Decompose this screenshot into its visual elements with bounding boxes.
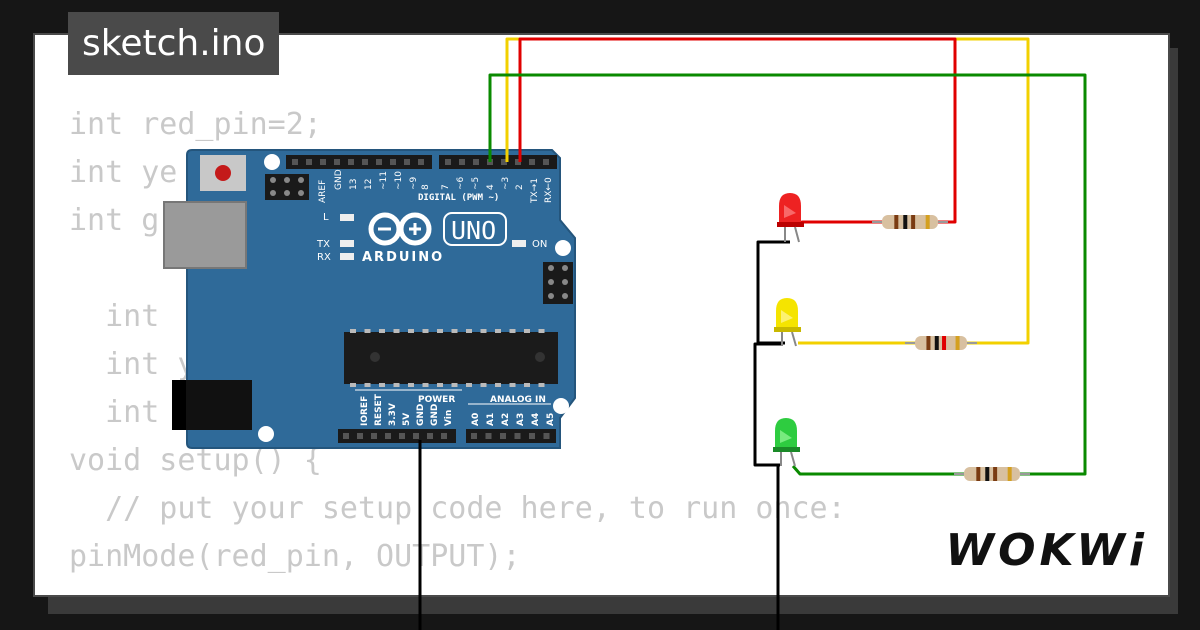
- mounting-hole: [555, 240, 571, 256]
- digital-pin-label: ~9: [409, 176, 419, 190]
- digital-pin-label: 12: [364, 179, 374, 190]
- sketch-title: sketch.ino: [68, 12, 280, 75]
- analog-pin-label: A5: [546, 413, 556, 426]
- analog-header: [466, 429, 556, 443]
- code-line: int: [69, 299, 160, 334]
- power-pin-label: GND: [416, 404, 426, 426]
- digital-label: DIGITAL (PWM ~): [418, 193, 499, 203]
- mounting-hole: [258, 426, 274, 442]
- led-red[interactable]: [777, 193, 804, 243]
- analog-pin-label: A4: [531, 413, 541, 426]
- digital-pin-label: 7: [441, 184, 451, 190]
- power-pin-label: IOREF: [360, 396, 370, 426]
- power-header: [338, 429, 456, 443]
- digital-pin-label: GND: [334, 169, 344, 190]
- wire-gnd-main: [776, 463, 780, 630]
- wire-green: [488, 73, 1087, 476]
- led-labels: L TX RX: [316, 212, 331, 263]
- resistors: [872, 215, 1030, 481]
- digital-pin-label: ~6: [456, 176, 466, 190]
- power-pin-label: Vin: [444, 410, 454, 426]
- code-line: int: [69, 395, 160, 430]
- digital-pin-label: ~11: [379, 171, 389, 190]
- wire-gnd-yellow: [753, 342, 783, 467]
- analog-pin-label: A0: [471, 413, 481, 426]
- resistor[interactable]: [954, 467, 1030, 481]
- brand-label: ARDUINO: [362, 250, 444, 265]
- mounting-hole: [553, 398, 569, 414]
- power-pin-label: 5V: [402, 413, 412, 426]
- digital-pin-label: 8: [421, 184, 431, 190]
- analog-pin-label: A2: [501, 413, 511, 426]
- code-line: int g: [69, 203, 160, 238]
- on-label: ON: [532, 239, 547, 250]
- power-pin-label: RESET: [374, 393, 384, 426]
- digital-pin-label: RX←0: [544, 177, 554, 203]
- digital-pin-label: 2: [515, 184, 525, 190]
- reset-button[interactable]: [215, 165, 231, 181]
- led-yellow[interactable]: [774, 298, 801, 347]
- usb-port: [163, 201, 247, 269]
- wire-red: [518, 37, 957, 224]
- code-line: pinMode(red_pin, OUTPUT);: [69, 539, 521, 574]
- led-label-rx: RX: [317, 252, 331, 263]
- arduino-logo-icon: [368, 212, 432, 246]
- code-line: int ye: [69, 155, 178, 190]
- wire-green-led: [791, 465, 964, 476]
- power-label: POWER: [418, 395, 455, 405]
- digital-pin-label: ~3: [501, 177, 511, 190]
- analog-pin-label: A1: [486, 413, 496, 426]
- digital-pin-label: ~10: [394, 171, 404, 190]
- code-line: int red_pin=2;: [69, 107, 322, 142]
- code-line: // put your setup code here, to run once…: [69, 491, 846, 526]
- wokwi-logo: WOKWi: [945, 525, 1148, 576]
- power-pin-label: GND: [430, 404, 440, 426]
- analog-label: ANALOG IN: [490, 395, 546, 405]
- digital-pin-label: TX→1: [530, 178, 540, 204]
- power-jack-face: [172, 380, 186, 430]
- led-label-l: L: [323, 212, 329, 223]
- power-pin-label: 3.3V: [388, 403, 398, 426]
- analog-pin-label: A3: [516, 413, 526, 426]
- icsp-header-2: [543, 262, 573, 304]
- wires: [418, 37, 1087, 630]
- wire-yellow: [505, 37, 1030, 345]
- model-badge: [443, 212, 507, 246]
- resistor[interactable]: [872, 215, 948, 229]
- model-label: UNO: [451, 216, 496, 245]
- digital-header-left: [286, 155, 432, 169]
- digital-pin-label: ~5: [471, 177, 481, 190]
- led-green[interactable]: [773, 418, 800, 467]
- digital-pin-label: 4: [486, 184, 496, 190]
- resistor[interactable]: [905, 336, 977, 350]
- digital-header-right: [439, 155, 557, 169]
- digital-pin-label: 13: [349, 179, 359, 190]
- led-label-tx: TX: [316, 239, 330, 250]
- wire-red-led: [798, 220, 882, 227]
- mounting-hole: [264, 154, 280, 170]
- digital-pin-label: AREF: [318, 180, 328, 203]
